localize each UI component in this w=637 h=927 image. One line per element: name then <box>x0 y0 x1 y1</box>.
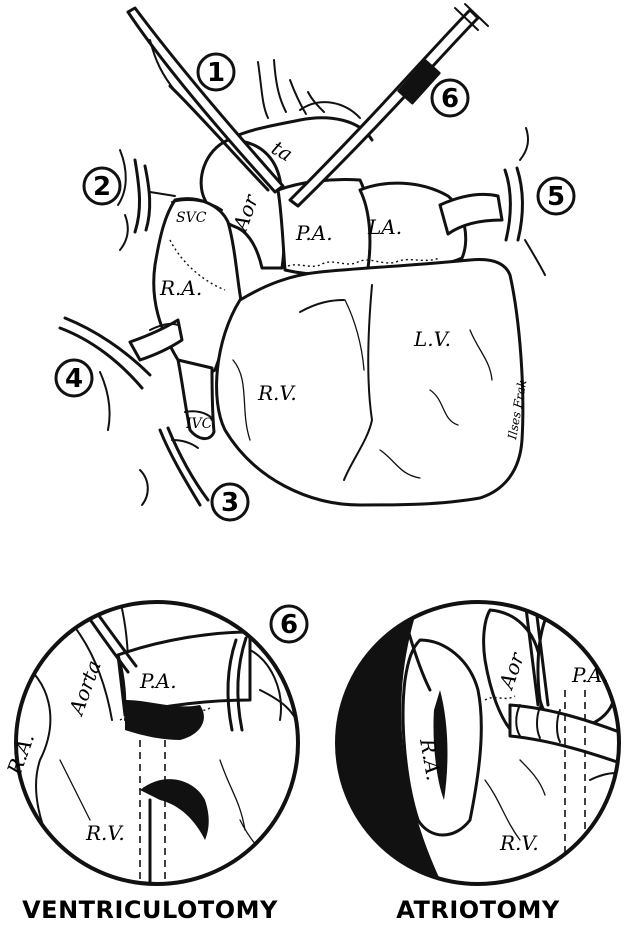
marker-3: 3 <box>221 488 239 518</box>
label-ivc: IVC <box>185 416 213 432</box>
marker-2: 2 <box>93 172 111 202</box>
marker-1: 1 <box>207 58 225 88</box>
caption-atriotomy: ATRIOTOMY <box>396 896 560 924</box>
label-right-ventricle: R.V. <box>257 381 297 405</box>
label-svc: SVC <box>176 210 207 226</box>
inset-right-label-rv: R.V. <box>499 831 539 855</box>
aortic-arch-branches <box>258 60 360 118</box>
inset-ventriculotomy: 6 Aorta P.A. R.A. R.V. VENTRICULOTOMY <box>2 586 307 924</box>
label-right-atrium: R.A. <box>159 276 202 300</box>
label-left-atrium: LA. <box>367 215 402 239</box>
inset-left-marker-6: 6 <box>280 610 298 640</box>
inset-atriotomy: Aor P.A. R.A. R.V. ATRIOTOMY <box>337 600 637 924</box>
main-heart-figure: 1 2 3 4 5 6 ta Aor P.A. LA. SVC R.A. IVC… <box>56 4 574 520</box>
marker-6: 6 <box>441 84 459 114</box>
caption-ventriculotomy: VENTRICULOTOMY <box>22 896 278 924</box>
label-pulmonary-artery: P.A. <box>295 221 333 245</box>
clamp-3 <box>140 428 208 505</box>
inset-left-label-pa: P.A. <box>139 669 177 693</box>
label-left-ventricle: L.V. <box>413 327 451 351</box>
inset-right-label-pa: P.A. <box>571 663 609 687</box>
marker-4: 4 <box>65 364 83 394</box>
inset-left-label-rv: R.V. <box>85 821 125 845</box>
marker-5: 5 <box>547 182 565 212</box>
